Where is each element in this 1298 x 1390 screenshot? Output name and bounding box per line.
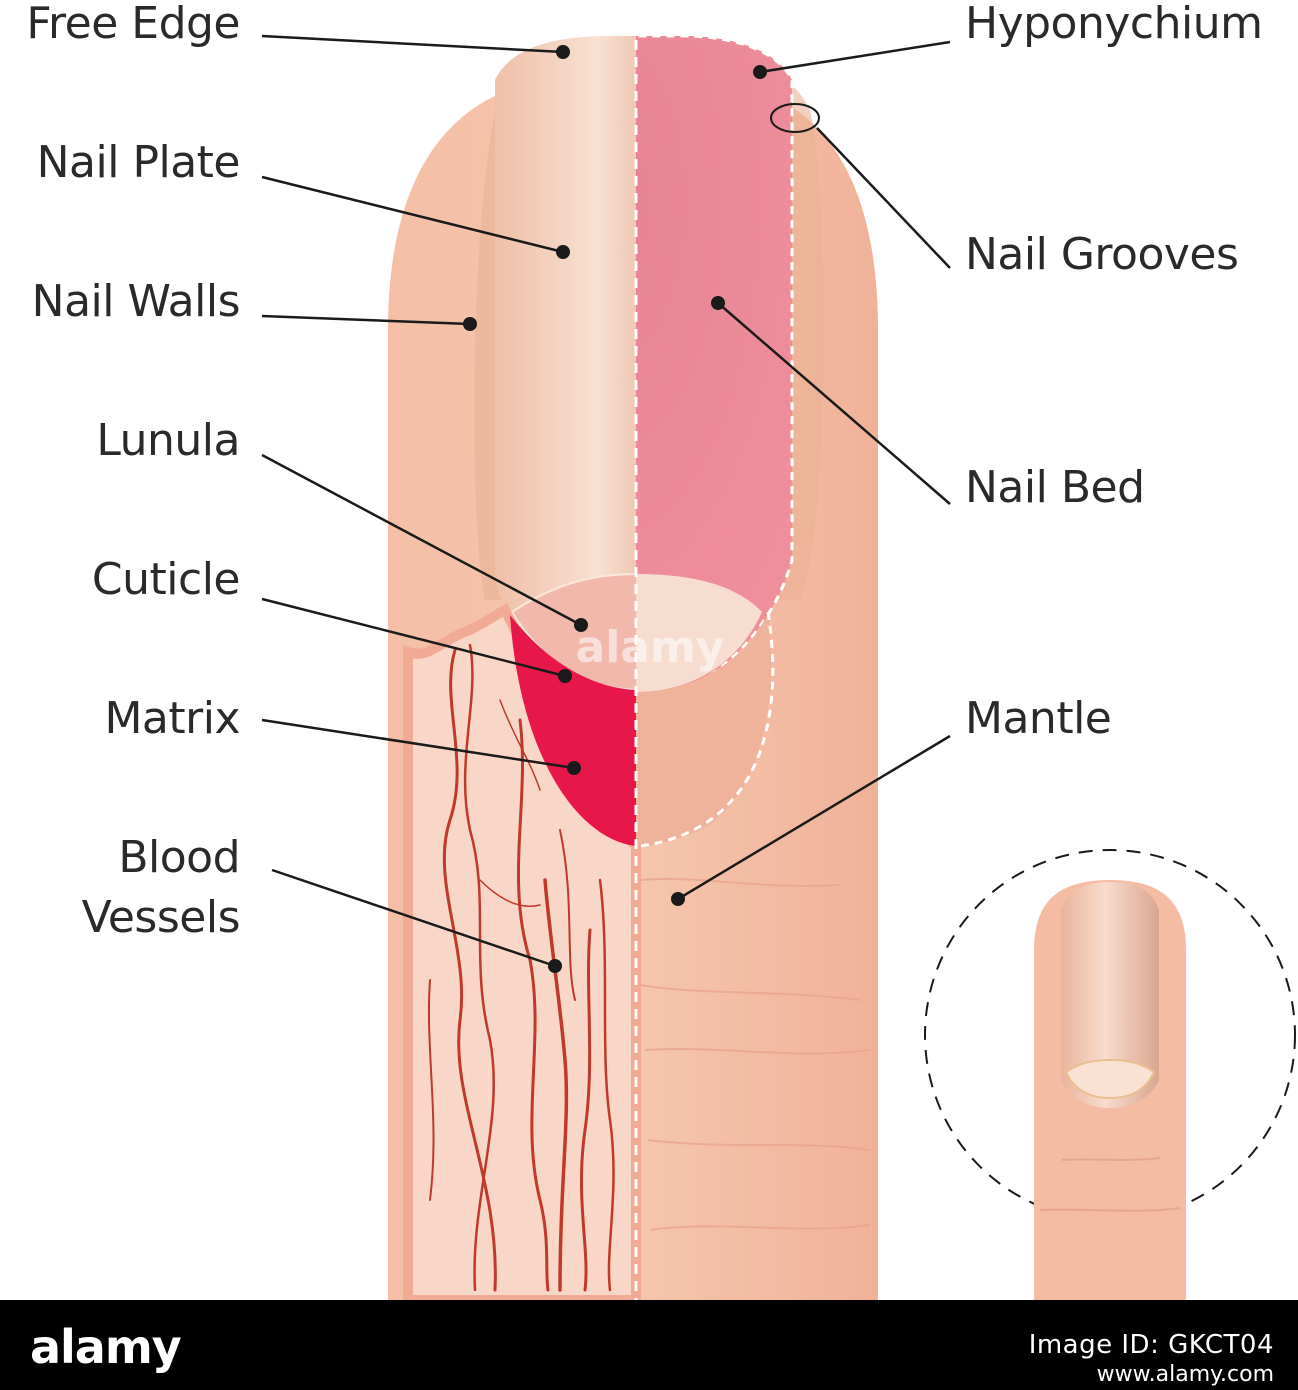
label-nail-plate: Nail Plate	[36, 137, 241, 188]
label-nail-walls: Nail Walls	[31, 276, 241, 327]
label-hyponychium: Hyponychium	[965, 0, 1263, 49]
label-nail-grooves: Nail Grooves	[965, 229, 1239, 280]
watermark: alamy	[576, 622, 725, 673]
lunula-right-shape	[636, 574, 762, 692]
nail-groove-marker	[770, 103, 820, 133]
leader-lines	[261, 34, 951, 968]
footer-site: www.alamy.com	[1096, 1362, 1274, 1387]
matrix-shape	[510, 615, 636, 846]
skin-creases	[639, 877, 871, 1231]
label-lunula: Lunula	[96, 415, 240, 466]
footer-image-id: Image ID: GKCT04	[1028, 1330, 1274, 1360]
label-blood-vessels-line1: Blood	[118, 832, 240, 883]
label-matrix: Matrix	[104, 693, 240, 744]
footer-bar	[0, 1300, 1298, 1390]
blood-vessels	[427, 643, 615, 1292]
label-free-edge: Free Edge	[26, 0, 240, 49]
nail-bed-shape	[636, 34, 794, 702]
footer-logo: alamy	[30, 1320, 182, 1374]
mantle-dashed	[639, 611, 775, 848]
mini-lunula	[1064, 1058, 1156, 1100]
mantle-fold	[636, 612, 772, 846]
label-blood-vessels-line2: Vessels	[81, 892, 241, 943]
mini-nail-plate	[1061, 882, 1159, 1108]
leader-dots	[463, 45, 767, 973]
nail-anatomy-diagram: alamy	[261, 34, 1296, 1300]
label-mantle: Mantle	[965, 693, 1112, 744]
nail-plate-shape	[495, 36, 636, 700]
mini-finger-inset	[924, 849, 1296, 1300]
label-cuticle: Cuticle	[91, 554, 241, 605]
label-nail-bed: Nail Bed	[965, 462, 1145, 513]
